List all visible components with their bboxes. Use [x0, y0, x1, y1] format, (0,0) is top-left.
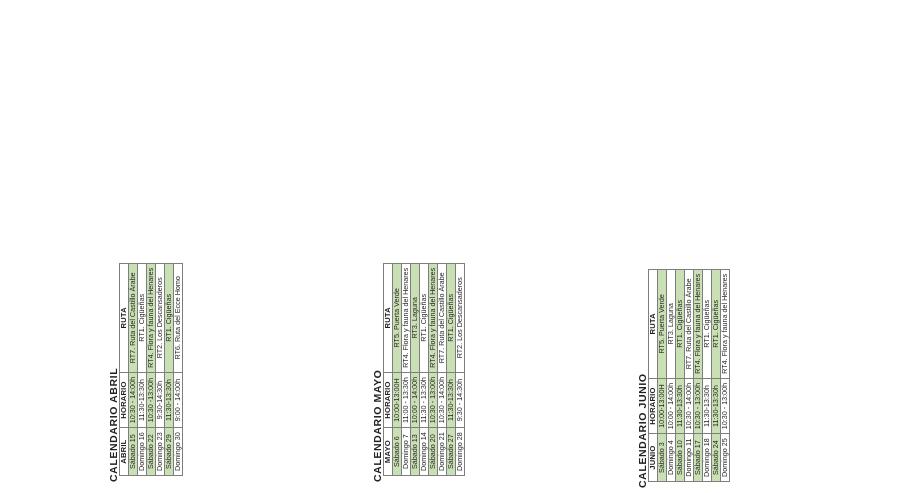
cell-route: RT1. Cigüeñas [446, 263, 456, 373]
cell-route: RT2. Los Descansaderos [455, 263, 465, 373]
cell-time: 11:30-13:30h [711, 378, 721, 434]
cell-time: 11:30-13:30h [446, 372, 456, 428]
cell-day: Domingo 30 [173, 427, 183, 476]
cell-time: 10:30 - 13:00h [720, 378, 730, 434]
cell-day: Sábado 24 [711, 433, 721, 482]
cell-time: 9:30 - 14:30h [455, 372, 465, 428]
cell-day: Domingo 28 [455, 427, 465, 476]
cell-route: RT4. Flora y fauna del Henares [720, 269, 730, 379]
cell-route: RT1. Cigüeñas [711, 269, 721, 379]
cell-day: Sábado 27 [446, 427, 456, 476]
cell-day: Domingo 25 [720, 433, 730, 482]
cell-time: 9:00 - 14:00h [173, 372, 183, 428]
cell-route: RT6. Ruta del Ecce Homo [173, 263, 183, 373]
